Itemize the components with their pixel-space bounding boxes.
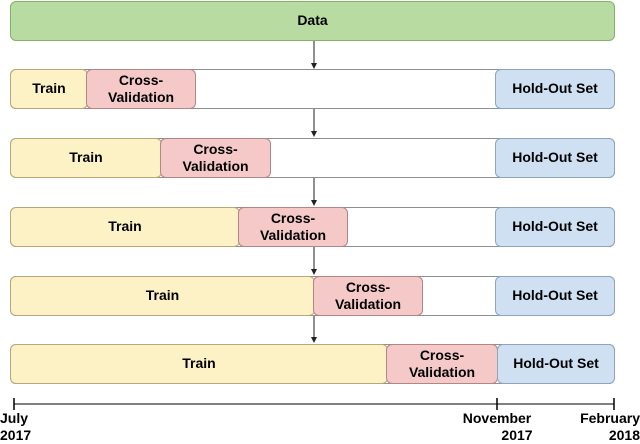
timeline-label-end: February 2018 [570, 410, 640, 444]
train-block-1: Train [10, 69, 88, 109]
cv-label-4a: Cross- [345, 278, 391, 295]
holdout-block-5: Hold-Out Set [497, 344, 615, 384]
timeline-label-start: July 2017 [0, 410, 40, 444]
cv-label-5a: Cross- [419, 346, 465, 363]
cv-block-5: Cross- Validation [386, 344, 498, 384]
train-block-5: Train [10, 344, 388, 384]
holdout-label-4: Hold-Out Set [512, 287, 598, 304]
train-label-4: Train [145, 287, 180, 304]
train-label-5: Train [182, 355, 216, 372]
holdout-label-3: Hold-Out Set [512, 218, 598, 235]
train-block-4: Train [10, 276, 315, 316]
cv-block-1: Cross- Validation [86, 69, 196, 109]
holdout-block-4: Hold-Out Set [495, 276, 615, 316]
timeline-start-month: July [0, 410, 29, 426]
train-label-3: Train [108, 218, 142, 235]
holdout-block-1: Hold-Out Set [495, 69, 615, 109]
cv-block-3: Cross- Validation [238, 207, 348, 247]
cv-label-1a: Cross- [118, 71, 164, 88]
cv-block-4: Cross- Validation [313, 276, 423, 316]
holdout-label-5: Hold-Out Set [513, 355, 599, 372]
train-block-3: Train [10, 207, 240, 247]
cv-label-3a: Cross- [270, 209, 316, 226]
train-block-2: Train [10, 138, 162, 178]
timeline-mid-year: 2017 [501, 426, 533, 443]
timeline-end-month: February [580, 410, 640, 426]
cv-label-4b: Validation [334, 296, 402, 312]
train-label-1: Train [32, 80, 66, 97]
timeline-end-year: 2018 [608, 426, 640, 443]
cv-label-2a: Cross- [193, 140, 238, 157]
data-box: Data [10, 1, 615, 41]
cv-label-2b: Validation [182, 158, 249, 174]
holdout-block-3: Hold-Out Set [495, 207, 615, 247]
timeline-label-mid: November 2017 [455, 410, 539, 444]
cv-label-3b: Validation [259, 227, 327, 243]
holdout-label-1: Hold-Out Set [512, 80, 598, 97]
cv-label-1b: Validation [107, 89, 175, 105]
holdout-label-2: Hold-Out Set [512, 149, 598, 166]
cv-block-2: Cross- Validation [160, 138, 271, 178]
data-label: Data [297, 12, 328, 29]
holdout-block-2: Hold-Out Set [495, 138, 615, 178]
train-label-2: Train [69, 149, 103, 166]
cv-label-5b: Validation [408, 364, 476, 380]
timeline-mid-month: November [462, 410, 532, 426]
timeline-start-year: 2017 [0, 426, 32, 443]
